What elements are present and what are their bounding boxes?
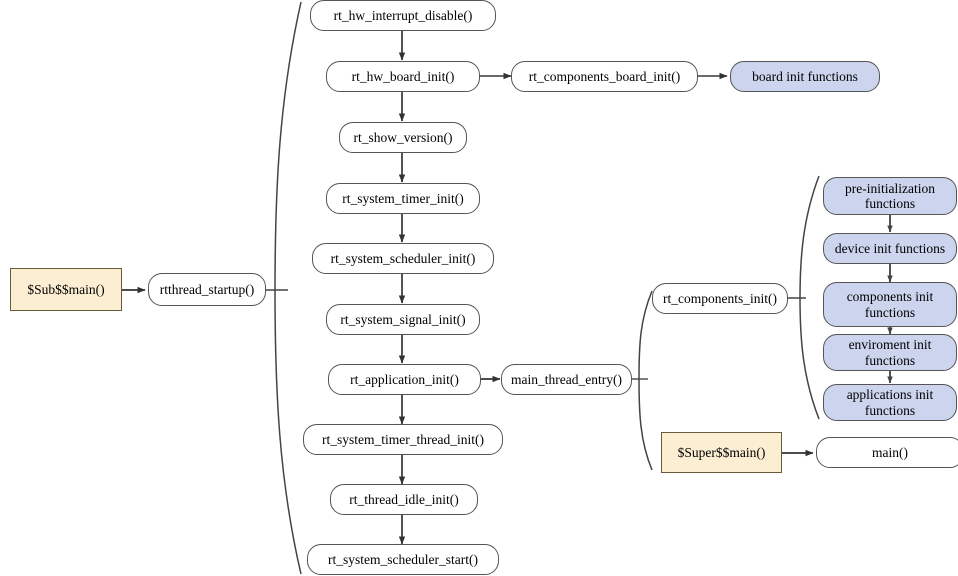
node-main-label: main() (872, 444, 908, 460)
node-main-thread-entry[interactable]: main_thread_entry() (501, 364, 632, 395)
node-rt-system-scheduler-init-label: rt_system_scheduler_init() (330, 250, 476, 266)
node-rt-system-scheduler-start[interactable]: rt_system_scheduler_start() (307, 544, 499, 575)
node-board-init-functions[interactable]: board init functions (730, 61, 880, 92)
node-board-init-functions-label: board init functions (752, 68, 858, 84)
node-rt-components-board-init[interactable]: rt_components_board_init() (511, 61, 698, 92)
node-rt-components-init[interactable]: rt_components_init() (652, 283, 788, 314)
brace-components-init (799, 175, 820, 420)
brace-main-chain (274, 1, 302, 575)
node-pre-initialization-functions-label: pre-initialization functions (845, 180, 935, 211)
node-components-init-functions-label: components init functions (846, 289, 934, 320)
node-rt-hw-interrupt-disable[interactable]: rt_hw_interrupt_disable() (310, 0, 496, 31)
node-device-init-functions[interactable]: device init functions (823, 233, 957, 264)
node-rt-system-signal-init[interactable]: rt_system_signal_init() (326, 304, 480, 335)
node-rt-hw-board-init-label: rt_hw_board_init() (351, 68, 455, 84)
node-applications-init-functions-label: applications init functions (846, 387, 934, 418)
node-rt-system-timer-init[interactable]: rt_system_timer_init() (326, 183, 480, 214)
node-rt-hw-board-init[interactable]: rt_hw_board_init() (326, 61, 480, 92)
node-rtthread-startup-label: rtthread_startup() (159, 281, 255, 297)
node-rt-thread-idle-init[interactable]: rt_thread_idle_init() (330, 484, 478, 515)
node-super-main-label: $Super$$main() (677, 444, 766, 460)
node-rtthread-startup[interactable]: rtthread_startup() (148, 273, 266, 306)
node-rt-system-signal-init-label: rt_system_signal_init() (340, 311, 466, 327)
node-rt-application-init[interactable]: rt_application_init() (328, 364, 481, 395)
node-main-thread-entry-label: main_thread_entry() (511, 371, 622, 387)
node-rt-system-timer-thread-init[interactable]: rt_system_timer_thread_init() (303, 424, 503, 455)
node-rt-components-init-label: rt_components_init() (663, 290, 777, 306)
node-sub-main[interactable]: $Sub$$main() (10, 268, 122, 311)
node-enviroment-init-functions-label: enviroment init functions (848, 337, 932, 368)
node-rt-hw-interrupt-disable-label: rt_hw_interrupt_disable() (333, 7, 473, 23)
node-components-init-functions[interactable]: components init functions (823, 282, 957, 327)
node-sub-main-label: $Sub$$main() (27, 281, 105, 297)
node-enviroment-init-functions[interactable]: enviroment init functions (823, 334, 957, 371)
node-rt-thread-idle-init-label: rt_thread_idle_init() (349, 491, 459, 507)
node-rt-system-timer-init-label: rt_system_timer_init() (342, 190, 464, 206)
node-rt-system-scheduler-init[interactable]: rt_system_scheduler_init() (312, 243, 494, 274)
node-rt-system-scheduler-start-label: rt_system_scheduler_start() (328, 551, 478, 567)
node-rt-application-init-label: rt_application_init() (350, 371, 459, 387)
node-applications-init-functions[interactable]: applications init functions (823, 384, 957, 421)
node-rt-show-version-label: rt_show_version() (353, 129, 453, 145)
node-super-main[interactable]: $Super$$main() (661, 432, 782, 473)
node-rt-show-version[interactable]: rt_show_version() (339, 122, 467, 153)
node-main[interactable]: main() (816, 437, 958, 468)
node-rt-system-timer-thread-init-label: rt_system_timer_thread_init() (322, 431, 484, 447)
node-device-init-functions-label: device init functions (834, 240, 946, 256)
brace-main-thread-entry (638, 290, 653, 471)
node-rt-components-board-init-label: rt_components_board_init() (528, 68, 681, 84)
node-pre-initialization-functions[interactable]: pre-initialization functions (823, 177, 957, 215)
